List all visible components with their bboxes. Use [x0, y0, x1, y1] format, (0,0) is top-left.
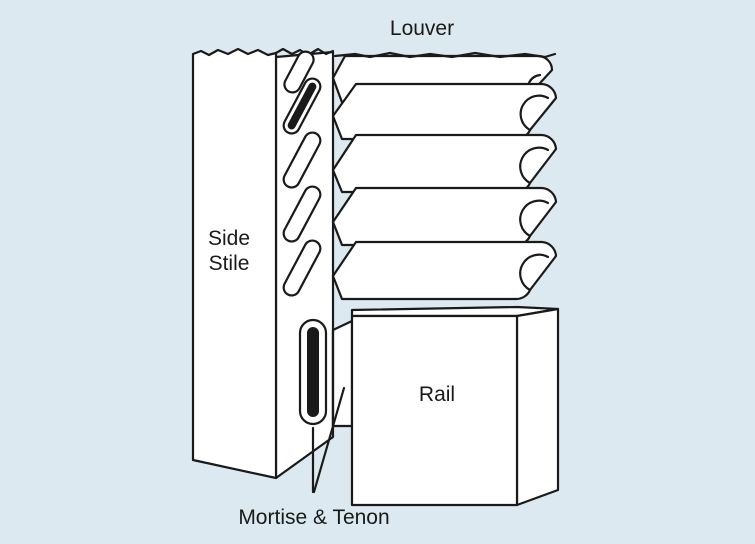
- rail-front-face: [350, 314, 519, 507]
- rail-side-face: [515, 307, 560, 507]
- louver-mortise: [282, 131, 322, 189]
- rail-mortise: [298, 318, 328, 426]
- louver-slat: [331, 133, 558, 194]
- louver-slat: [331, 240, 558, 301]
- louver-slat: [331, 82, 558, 141]
- louver-mortise: [282, 185, 322, 243]
- louver-mortise: [282, 77, 322, 135]
- louver-slat: [331, 186, 558, 247]
- side-stile-front-face: [191, 47, 278, 480]
- mortise-tenon-label: Mortise & Tenon: [238, 506, 389, 529]
- louver-mortise: [283, 50, 315, 94]
- side-stile-label-line2: Stile: [209, 252, 250, 275]
- louver-label: Louver: [390, 17, 454, 40]
- rail-block: [350, 305, 560, 507]
- louver-mortises: [282, 50, 322, 297]
- rail-tenon: [331, 319, 354, 428]
- side-stile-label-line1: Side: [208, 227, 250, 250]
- louver-mortise: [282, 239, 322, 297]
- mortise-tenon-leaders: [311, 386, 346, 494]
- louvers: [331, 51, 558, 301]
- rail-label: Rail: [419, 383, 455, 406]
